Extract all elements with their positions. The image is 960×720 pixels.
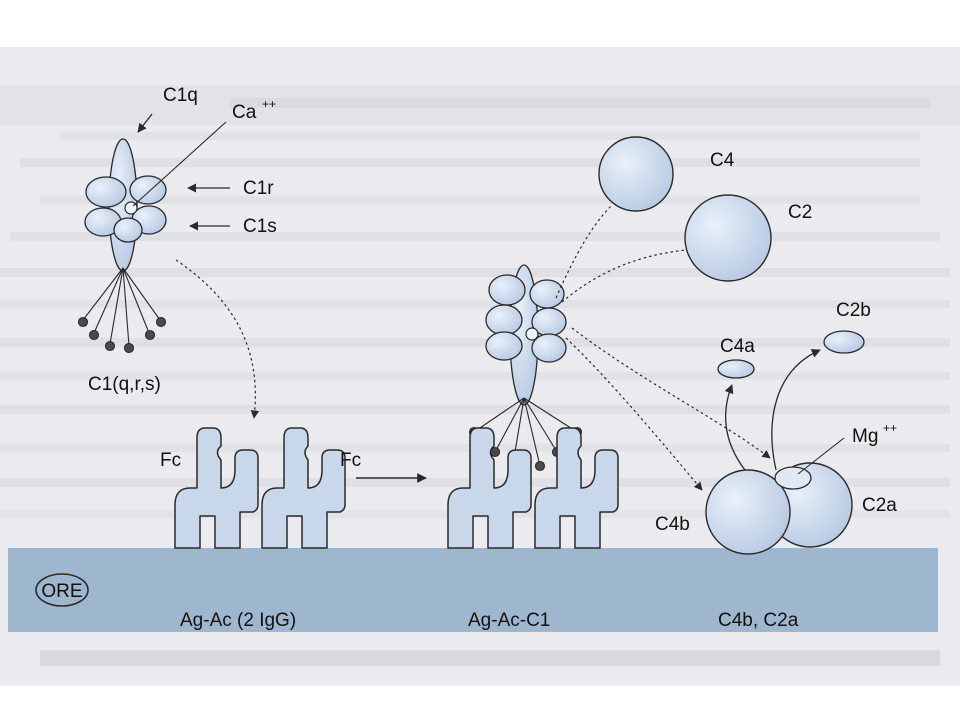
ore-oval xyxy=(35,573,89,607)
dotted-arrow-c1-to-c2a xyxy=(571,327,771,459)
mg-site xyxy=(774,466,812,490)
label-c1q: C1q xyxy=(163,85,198,106)
c4a-fragment xyxy=(717,359,755,379)
caption-c4b-c2a: C4b, C2a xyxy=(718,610,799,631)
pointer-mg xyxy=(797,437,845,475)
label-c4a: C4a xyxy=(720,336,755,357)
arrow-release-c4a xyxy=(724,384,746,471)
ore-label: ORE xyxy=(41,581,82,602)
label-c2b: C2b xyxy=(836,300,871,321)
label-fc-right: Fc xyxy=(340,450,361,471)
label-c1r: C1r xyxy=(243,178,274,199)
dotted-line-c1-c2 xyxy=(561,249,687,303)
label-c2: C2 xyxy=(788,202,812,223)
antibody-pair-left xyxy=(174,427,346,549)
c2-sphere xyxy=(684,194,772,282)
label-ca-sup: ++ xyxy=(262,97,276,111)
dotted-arrow-c1-to-antibody xyxy=(175,259,260,419)
antibody-pair-right xyxy=(447,427,619,549)
label-mg: Mg xyxy=(852,426,878,447)
label-c1qrs: C1(q,r,s) xyxy=(88,374,161,395)
label-c1s: C1s xyxy=(243,216,277,237)
label-fc-left: Fc xyxy=(160,450,181,471)
c1-complex-free xyxy=(77,138,167,354)
label-c4b: C4b xyxy=(655,514,690,535)
label-mg-sup: ++ xyxy=(883,421,897,435)
c4-sphere xyxy=(598,136,674,212)
caption-ag-ac: Ag-Ac (2 IgG) xyxy=(180,610,296,631)
c2b-fragment xyxy=(823,330,865,354)
label-c2a: C2a xyxy=(862,495,897,516)
label-ca: Ca xyxy=(232,102,257,123)
cell-membrane xyxy=(8,548,938,632)
label-c4: C4 xyxy=(710,150,735,171)
arrow-release-c2b xyxy=(771,349,821,471)
pointer-ca xyxy=(132,121,227,207)
dotted-line-c1-c4 xyxy=(555,204,613,299)
c4b-sphere xyxy=(705,469,791,555)
dotted-arrow-c1-to-c4b xyxy=(565,337,703,491)
arrow-c1q xyxy=(137,113,153,133)
caption-ag-ac-c1: Ag-Ac-C1 xyxy=(468,610,550,631)
